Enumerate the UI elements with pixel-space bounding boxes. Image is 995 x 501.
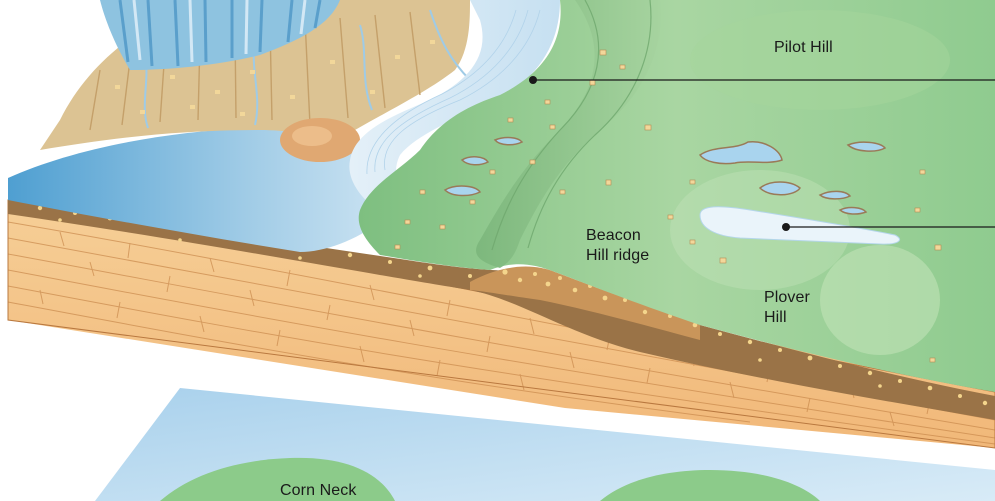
leader-dot-ice-lobe [782, 223, 790, 231]
label-beacon-hill-ridge: Beacon Hill ridge [586, 226, 649, 266]
label-corn-neck: Corn Neck [280, 481, 356, 501]
label-pilot-hill: Pilot Hill [774, 38, 833, 58]
label-plover-hill: Plover Hill [764, 288, 810, 328]
leader-dot-meltwater [529, 76, 537, 84]
